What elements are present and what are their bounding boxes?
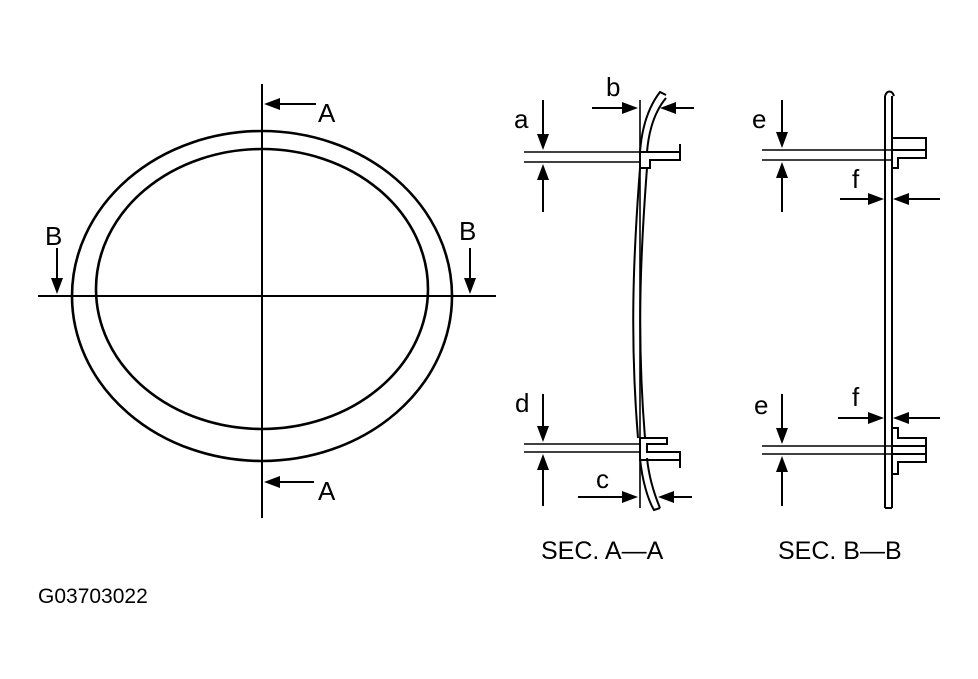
section-b-left-arrowhead xyxy=(51,278,63,294)
dim-e-top-label: e xyxy=(752,104,766,134)
section-b-b-view: e f f e SEC. B—B xyxy=(752,90,940,565)
dim-c-left-arrowhead xyxy=(622,491,638,503)
dim-f-bottom-left-arrowhead xyxy=(868,412,884,424)
dim-c-label: c xyxy=(596,464,609,494)
section-a-a-view: a b d c SEC. A—A xyxy=(514,72,694,565)
section-a-top-lip-inner xyxy=(646,97,667,153)
section-b-caption: SEC. B—B xyxy=(778,537,902,565)
section-a-caption: SEC. A—A xyxy=(541,537,664,565)
figure-code: G03703022 xyxy=(38,585,148,608)
dim-c-right-arrowhead xyxy=(658,491,674,503)
section-a-bottom-arrowhead xyxy=(264,476,280,488)
dim-d-label: d xyxy=(515,388,529,418)
section-a-wall-left xyxy=(632,167,641,439)
dim-f-top-label: f xyxy=(852,164,860,194)
dim-f-bottom-right-arrowhead xyxy=(893,412,909,424)
section-b-top-end xyxy=(884,90,895,97)
section-b-bottom-flange-lower xyxy=(892,453,927,475)
section-a-top-lip-outer xyxy=(639,90,667,153)
section-a-bottom-label: A xyxy=(318,476,336,506)
section-b-right-label: B xyxy=(459,216,476,246)
dim-e-bottom-lower-arrowhead xyxy=(776,456,788,472)
ring-plan-view: A A B B xyxy=(38,84,496,518)
dim-f-top-right-arrowhead xyxy=(893,193,909,205)
dim-b-right-arrowhead xyxy=(660,102,676,114)
section-a-top-flange xyxy=(639,151,681,169)
dim-a-top-arrowhead xyxy=(537,134,549,150)
dim-e-top-lower-arrowhead xyxy=(776,162,788,178)
section-a-top-label: A xyxy=(318,98,336,128)
section-a-bottom-flange xyxy=(639,437,681,461)
section-a-wall-right xyxy=(639,167,648,439)
dim-f-bottom-label: f xyxy=(852,382,860,412)
section-b-bottom-flange xyxy=(892,427,927,447)
dim-e-bottom-upper-arrowhead xyxy=(776,428,788,444)
dim-d-bottom-arrowhead xyxy=(537,454,549,470)
dim-e-bottom-label: e xyxy=(754,390,768,420)
section-a-bottom-lip-inner xyxy=(646,457,661,509)
section-b-left-label: B xyxy=(45,221,62,251)
dim-a-bottom-arrowhead xyxy=(537,164,549,180)
section-a-top-arrowhead xyxy=(264,98,280,110)
dim-a-label: a xyxy=(514,104,529,134)
dim-e-top-upper-arrowhead xyxy=(776,132,788,148)
section-b-top-flange-upper xyxy=(892,137,927,146)
section-b-top-flange xyxy=(892,149,927,169)
dim-b-left-arrowhead xyxy=(622,102,638,114)
dim-b-label: b xyxy=(606,72,620,102)
section-b-right-arrowhead xyxy=(464,278,476,294)
dim-d-top-arrowhead xyxy=(537,426,549,442)
dim-f-top-left-arrowhead xyxy=(868,193,884,205)
